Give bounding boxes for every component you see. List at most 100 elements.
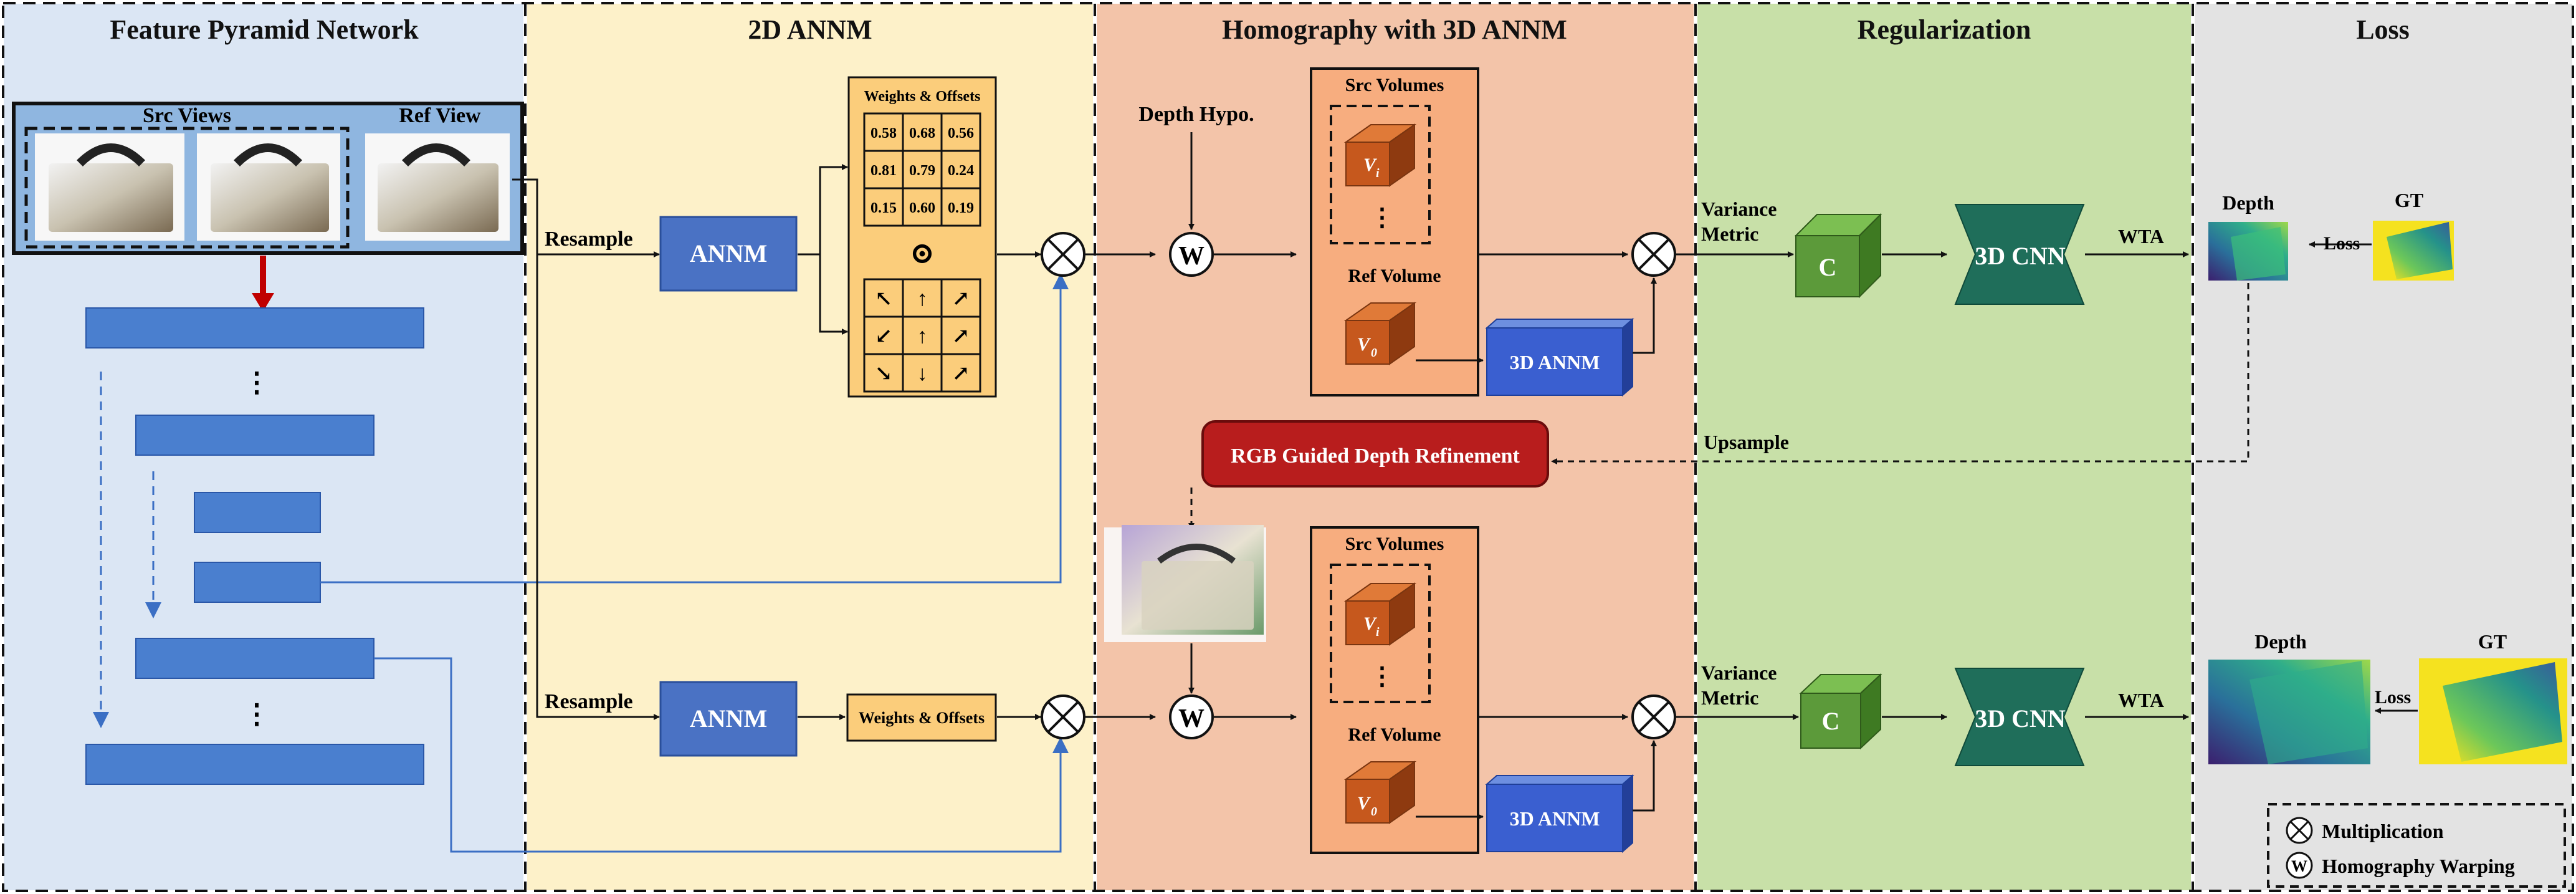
svg-text:W: W [2291,857,2307,875]
svg-text:V: V [1357,793,1371,814]
annm-block-top: ANNM [659,216,798,292]
multiply-icon-vol-top [1631,232,1676,277]
src-volume-cube-bottom: V i [1343,582,1417,646]
weight-value: 0.81 [871,163,897,179]
svg-text:Ref Volume: Ref Volume [1348,266,1441,286]
svg-text:0: 0 [1371,346,1377,360]
annm-block-bottom: ANNM [659,681,798,757]
svg-text:V: V [1363,613,1378,634]
legend-multiplication: Multiplication [2322,820,2444,842]
weight-value: 0.15 [871,200,897,216]
gt-map-bottom [2419,658,2567,764]
offset-cell [940,353,981,393]
svg-text:W: W [1178,704,1205,733]
svg-text:3D ANNM: 3D ANNM [1510,351,1600,373]
fpn-bar-6 [85,744,424,785]
input-views-panel: Src Views Ref View [12,102,524,255]
svg-text:RGB Guided Depth Refinement: RGB Guided Depth Refinement [1231,445,1520,468]
multiply-icon-bottom [1041,695,1085,739]
annm3d-block-top: 3D ANNM [1485,317,1634,397]
offset-arrow-icon: ↓ [917,362,928,385]
weight-value: 0.58 [871,125,897,142]
fpn-dots-1: ⋮ [243,367,270,398]
src-image-1 [35,133,184,241]
upsample-path [1551,283,2249,464]
weight-value: 0.60 [909,200,935,216]
refined-depth-image [1104,525,1266,642]
section-title-loss: Loss [2356,14,2410,45]
svg-text:Src Volumes: Src Volumes [1345,75,1444,95]
offset-arrow-icon: ↗ [952,325,970,348]
offset-arrow-icon: ↑ [917,325,928,348]
fpn-bar-4 [194,562,321,603]
offset-arrow-icon: ↗ [952,287,970,310]
annm3d-block-bottom: 3D ANNM [1485,774,1634,853]
offset-arrow-icon: ↙ [875,325,893,348]
svg-text:Ref Volume: Ref Volume [1348,724,1441,745]
wta-label-top: WTA [2118,225,2164,248]
loss-label-bottom: Loss [2375,687,2411,708]
weights-offsets-box-bottom: Weights & Offsets [846,693,997,742]
weight-value: 0.68 [909,125,935,142]
depth-label-bottom: Depth [2254,630,2307,653]
fpn-dots-2: ⋮ [243,699,270,729]
wta-label-bottom: WTA [2118,689,2164,711]
svg-text:W: W [1178,242,1205,271]
offset-arrow-icon: ↑ [917,287,928,310]
resample-label-top: Resample [545,228,633,251]
upsample-label: Upsample [1704,431,1789,453]
legend-multiply-icon [2286,817,2313,844]
ref-volume-cube-top: V 0 [1343,302,1417,365]
svg-text:i: i [1376,166,1380,180]
fpn-to-mult-top [320,273,1069,584]
ref-volume-cube-bottom: V 0 [1343,761,1417,824]
section-dividers [524,4,2194,890]
section-regularization-bg [1697,4,2191,890]
odot-symbol: ⊙ [910,237,935,270]
svg-text:V: V [1363,155,1378,175]
loss-label-top: Loss [2324,233,2360,254]
refinement-box: RGB Guided Depth Refinement [1201,420,1549,488]
metric-label-bottom: Metric [1701,686,1758,709]
svg-text:Src Volumes: Src Volumes [1345,534,1444,554]
svg-text:C: C [1819,253,1837,281]
weight-value: 0.24 [948,163,974,179]
svg-text:3D CNN: 3D CNN [1975,704,2066,733]
ref-view-label: Ref View [399,104,481,127]
svg-text:C: C [1822,707,1840,735]
depth-label-top: Depth [2222,191,2274,214]
src-views-box [24,127,350,249]
section-title-annm2d: 2D ANNM [748,14,872,45]
fpn-bar-2 [135,415,374,456]
offset-arrow-icon: ↘ [875,362,893,385]
section-title-homography: Homography with 3D ANNM [1222,14,1567,45]
weight-value: 0.19 [948,200,974,216]
volumes-box-top: Src Volumes V i ⋮ Ref Volume V 0 [1310,67,1479,397]
cost-volume-cube-top: C [1794,213,1882,299]
offset-arrow-icon: ↖ [875,287,893,310]
weight-value: 0.56 [948,125,974,142]
warp-icon-bottom: W [1169,695,1214,739]
fpn-bar-3 [194,492,321,533]
variance-label-bottom: Variance [1701,661,1777,684]
offset-arrow-icon: ↗ [952,362,970,385]
section-title-fpn: Feature Pyramid Network [110,14,419,45]
gt-label-bottom: GT [2478,630,2507,653]
svg-text:3D ANNM: 3D ANNM [1510,807,1600,830]
src-volume-cube-top: V i [1343,123,1417,187]
offsets-grid: ↖ ↑ ↗ ↙ ↑ ↗ ↘ ↓ ↗ [863,278,981,393]
variance-label-top: Variance [1701,198,1777,220]
weight-cell [940,187,981,227]
gt-label-top: GT [2395,189,2423,211]
section-annm2d-bg [527,4,1093,890]
svg-text:3D CNN: 3D CNN [1975,242,2066,270]
svg-text:ANNM: ANNM [690,239,767,267]
volumes-box-bottom: Src Volumes V i ⋮ Ref Volume V 0 [1310,526,1479,854]
weights-offsets-title: Weights & Offsets [864,89,981,105]
svg-text:ANNM: ANNM [690,704,767,733]
svg-text:Weights & Offsets: Weights & Offsets [859,709,985,727]
multiply-icon-vol-bottom [1631,695,1676,739]
